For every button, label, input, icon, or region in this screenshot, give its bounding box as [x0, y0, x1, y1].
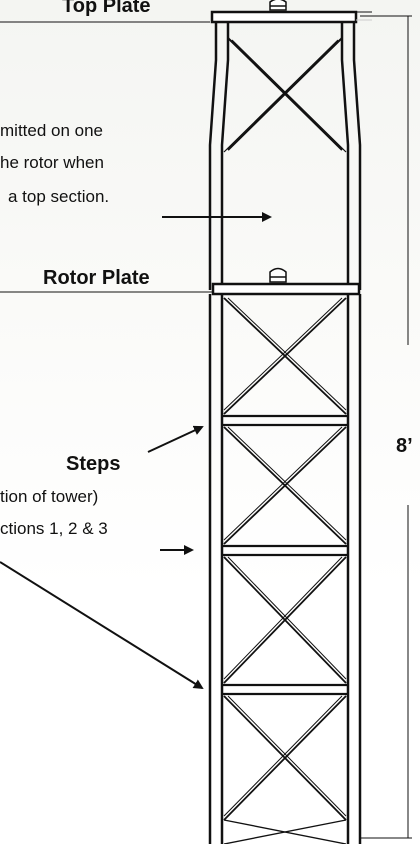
rotor-plate: [211, 282, 361, 296]
arrows: [0, 212, 272, 690]
rotor-plate-label: Rotor Plate: [43, 267, 150, 289]
steps-arrow: [147, 425, 204, 453]
x-bracing: [223, 297, 347, 844]
note-line-3: a top section.: [8, 187, 110, 206]
top-plate-label: Top Plate: [62, 0, 151, 17]
steps-label: Steps: [66, 453, 121, 475]
height-dimension: [360, 15, 412, 839]
top-section: [208, 20, 362, 290]
bolt-icon: [269, 267, 287, 283]
height-label: 8’: [396, 435, 413, 457]
top-plate: [210, 10, 372, 24]
note-line-2: he rotor when: [0, 153, 104, 172]
bolt-icon: [269, 0, 287, 11]
note-line-1: mitted on one: [0, 121, 104, 140]
steps-note-2: ctions 1, 2 & 3: [0, 519, 108, 538]
lower-section: [208, 294, 362, 844]
steps-note-1: tion of tower): [0, 487, 99, 506]
lower-step-arrow: [0, 561, 204, 690]
step-rungs: [222, 414, 348, 696]
leader-lines: [0, 21, 212, 293]
